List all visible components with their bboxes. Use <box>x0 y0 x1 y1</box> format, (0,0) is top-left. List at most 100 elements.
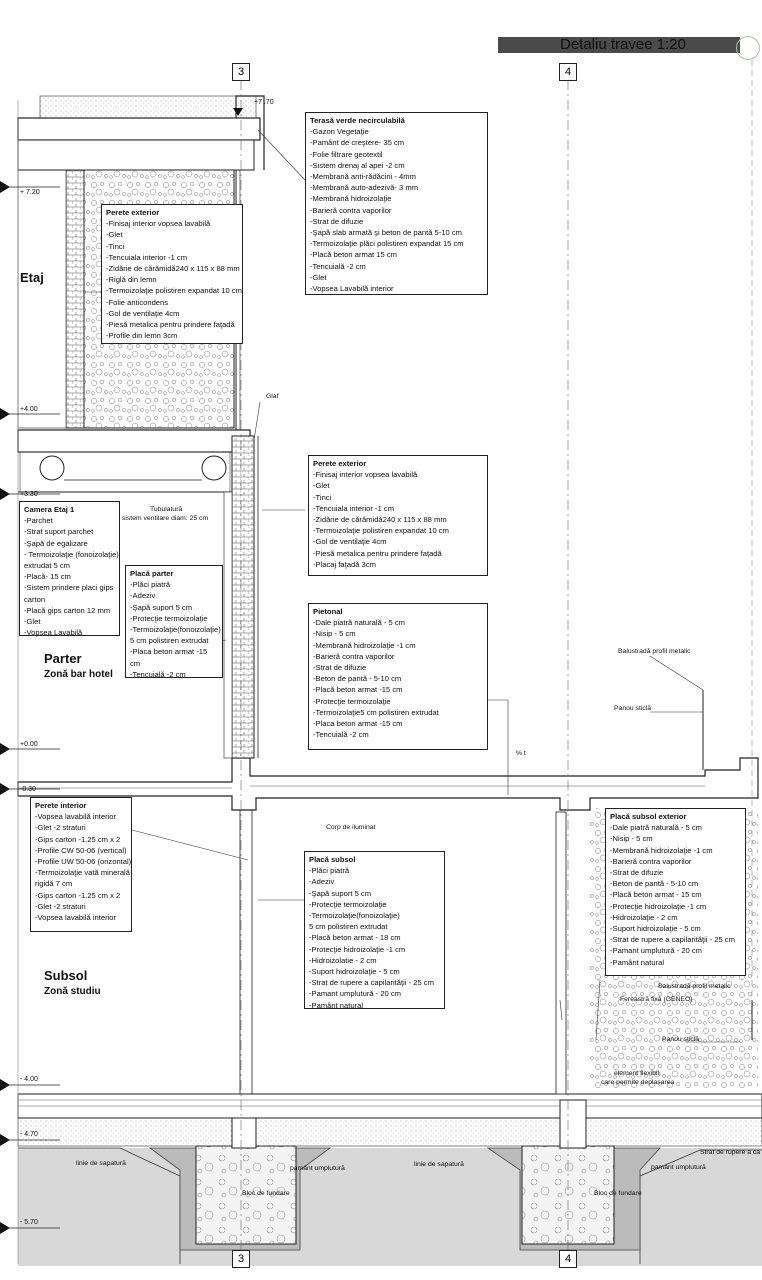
spec-box-line: -Adeziv <box>130 591 156 601</box>
title-bar <box>498 37 740 53</box>
spec-box-line: -Vopsea Lavabilă interior <box>310 284 394 294</box>
spec-box-line: carton <box>24 594 46 604</box>
spec-box-line: -Placa beton armat -15 <box>130 647 208 657</box>
level-label: +3.30 <box>20 491 38 498</box>
spec-box-line: -Suport hidroizolaţie - 5 cm <box>309 967 400 977</box>
spec-box-line: 5 cm polistiren extrudat <box>309 922 388 932</box>
level-label: - 4.00 <box>20 1076 38 1083</box>
duct-circle <box>39 455 65 481</box>
note-pamant-1: pamânt umplutură <box>290 1165 345 1172</box>
spec-box-line: -Sistem prindere placi gips <box>24 583 114 593</box>
spec-box-line: -Hidroizolaţie - 2 cm <box>610 912 678 922</box>
spec-box-title: Perete exterior <box>313 459 367 468</box>
spec-box-line: -Pamânt natural <box>610 957 665 967</box>
spec-box-line: -Piesă metalica pentru prindere faţadă <box>313 548 442 558</box>
ceiling-duct <box>19 451 231 493</box>
spec-box-line: extrudat 5 cm <box>24 561 71 571</box>
roof-insulation <box>17 139 255 171</box>
spec-box-line: -Termoizolaţie(fonoizolaţie) <box>130 625 221 635</box>
spec-box-line: -Termoizolaţie plăci polistiren expandat… <box>310 239 464 249</box>
spec-box-title: Terasă verde necirculabilă <box>310 116 405 125</box>
spec-box-line: -Strat de rupere a capilarităţii - 25 cm <box>309 978 434 988</box>
spec-box-line: -Gol de ventilaţie 4cm <box>106 308 180 318</box>
spec-box-line: -Barieră contra vaporilor <box>313 651 395 661</box>
note-bloc-1: Bloc de fundare <box>242 1190 290 1197</box>
slab-beam-right <box>559 1099 587 1149</box>
spec-box-line: -Strat de difuzie <box>310 216 364 226</box>
spec-box-line: -Profile din lemn 3cm <box>106 331 178 341</box>
note-slope: % t <box>516 750 526 757</box>
spec-box-line: cm <box>130 658 141 668</box>
axis-label-4-bottom: 4 <box>559 1250 577 1268</box>
spec-box-line: -Dale piatră naturală - 5 cm <box>610 823 703 833</box>
spec-box-line: -Zidărie de cărămidă240 x 115 x 88 mm <box>106 264 240 274</box>
level-label: - 5.70 <box>20 1219 38 1226</box>
spec-box-line: -Glet -2 straturi <box>35 901 86 911</box>
note-strat-rupere: Strat de rupere a ca <box>700 1149 761 1156</box>
spec-box-title: Perete interior <box>35 801 87 810</box>
spec-box-line: -Beton de pantă - 5-10 cm <box>610 879 699 889</box>
spec-box-line: -Barieră contra vaporilor <box>310 205 392 215</box>
spec-box-line: -Pamânt de creştere- 35 cm <box>310 138 405 148</box>
footing-left <box>195 1145 297 1245</box>
axis-label-3-top: 3 <box>232 63 250 81</box>
spec-box-line: -Protecţie hidroizolaţie -1 cm <box>309 944 406 954</box>
spec-box-line: -Sistem drenaj al apei -2 cm <box>310 160 405 170</box>
spec-box-line: -Riglă din lemn <box>106 275 157 285</box>
spec-box-line: -Folie anticondens <box>106 297 169 307</box>
spec-box-line: 5 cm polistiren extrudat <box>130 636 209 646</box>
room-parter: Parter <box>44 651 82 666</box>
spec-box-line: -Placă- 15 cm <box>24 572 71 582</box>
spec-box-line: -Membrană hidroizolaţie -1 cm <box>610 845 713 855</box>
spec-box-line: -Nisip - 5 cm <box>610 834 653 844</box>
note-balustrada-2: Balustradă profil metalic <box>658 983 731 990</box>
level-label: - 4.70 <box>20 1131 38 1138</box>
spec-box-line: -Barieră contra vaporilor <box>610 856 692 866</box>
spec-box-line: -Termoizolaţie polistiren expandat 10 cm <box>106 286 242 296</box>
spec-box-line: - Termoizolaţie (fonoizolaţie) <box>24 549 119 559</box>
spec-box-line: -Termoizolaţie5 cm polistiren extrudat <box>313 707 439 717</box>
spec-box-placa-subsol-exterior: Placă subsol exterior-Dale piatră natura… <box>605 808 746 976</box>
spec-box-line: -Şapă suport 5 cm <box>130 602 193 612</box>
spec-box-line: -Suport hidroizolaţie - 5 cm <box>610 924 701 934</box>
upper-wall-inner <box>17 169 67 429</box>
spec-box-title: Perete exterior <box>106 208 160 217</box>
spec-box-line: -Membrană hidroizolaţie <box>310 194 392 204</box>
spec-box-line: -Finisaj interior vopsea lavabilă <box>106 219 211 229</box>
spec-box-title: Placă parter <box>130 569 174 578</box>
note-corp: Corp de iluminat <box>326 824 376 831</box>
room-parter-zone: Zonă bar hotel <box>44 669 113 680</box>
spec-box-line: -Strat suport parchet <box>24 527 94 537</box>
room-etaj: Etaj <box>20 270 44 285</box>
axis-label-4-top: 4 <box>559 63 577 81</box>
spec-box-line: -Tencuială -2 cm <box>313 730 369 740</box>
note-pamant-2: pamânt umplutură <box>651 1164 706 1171</box>
spec-box-line: -Glet -2 straturi <box>35 823 86 833</box>
ground-floor-glazing <box>223 491 233 759</box>
spec-box-terasa: Terasă verde necirculabilă-Gazon Vegetaţ… <box>305 112 488 295</box>
spec-box-perete-etaj: Perete exterior -Finisaj interior vopsea … <box>101 204 243 344</box>
spec-box-line: -Zidărie de cărămidă240 x 115 x 88 mm <box>313 515 447 525</box>
spec-box-line: -Tinci <box>106 241 125 251</box>
spec-box-line: -Termoizolaţie polistiren expandat 10 cm <box>313 526 449 536</box>
note-tubulatura-2: sistem ventilare diam: 25 cm <box>122 515 209 522</box>
spec-box-line: -Şapă de egalizare <box>24 538 88 548</box>
spec-box-perete-parter: Perete exterior-Finisaj interior vopsea … <box>308 455 488 576</box>
spec-box-line: -Protecţie termoizolaţie <box>313 696 391 706</box>
note-linie-2: linie de sapatură <box>414 1161 464 1168</box>
spec-box-line: -Nisip - 5 cm <box>313 629 356 639</box>
spec-box-line: -Placa beton armat -15 cm <box>313 719 403 729</box>
spec-box-camera-etaj: Camera Etaj 1-Parchet-Strat suport parch… <box>19 501 120 637</box>
level-label: +4.00 <box>20 406 38 413</box>
spec-box-line: -Profile UW 50-06 (orizontal) <box>35 857 132 867</box>
spec-box-line: -Gol de ventilaţie 4cm <box>313 537 387 547</box>
room-subsol-zone: Zonă studiu <box>44 986 101 997</box>
room-subsol: Subsol <box>44 968 88 983</box>
duct-circle <box>201 455 227 481</box>
note-element-1: element flexibil, <box>614 1070 661 1077</box>
spec-box-title: Pietonal <box>313 607 343 616</box>
spec-box-perete-interior: Perete interior-Vopsea lavabilă interior… <box>30 797 132 932</box>
spec-box-line: -Membrană hidroizolaţie -1 cm <box>313 640 416 650</box>
spec-box-line: -Şapă slab armată şi beton de pantă 5-10… <box>310 228 462 238</box>
